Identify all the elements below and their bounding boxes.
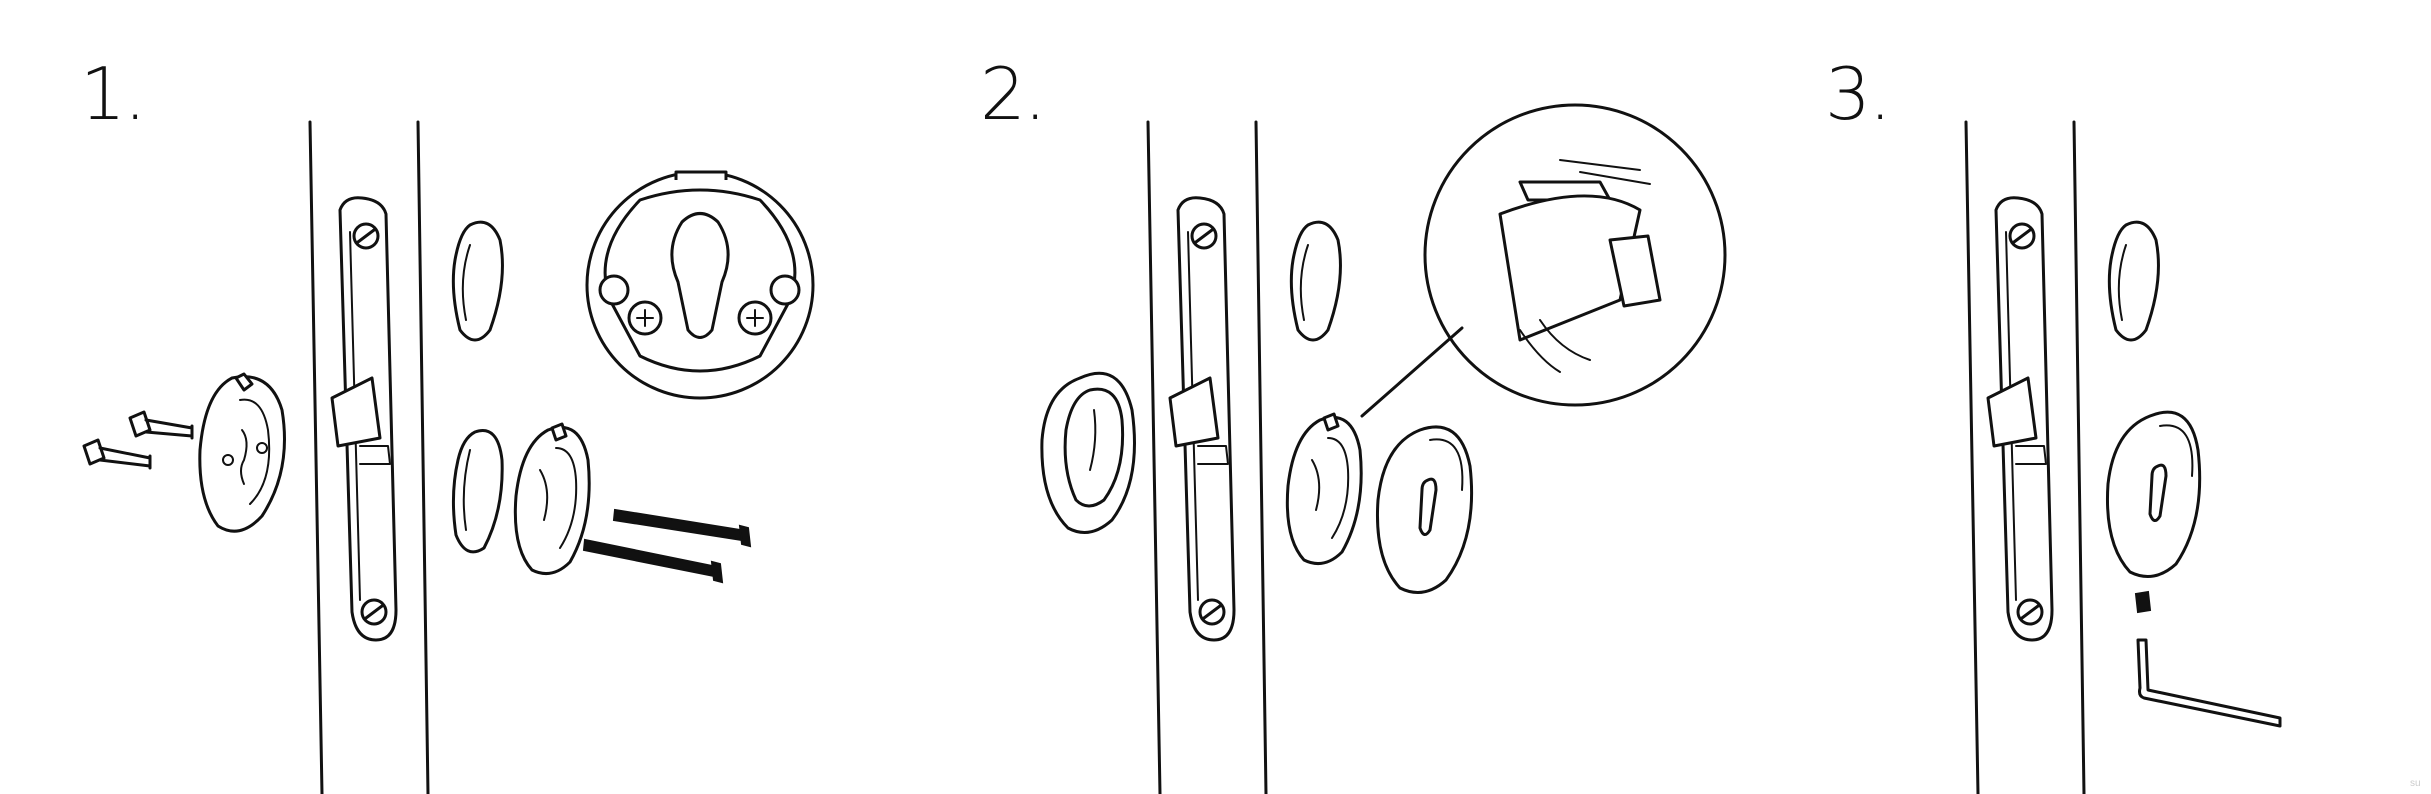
lock-faceplate — [1168, 196, 1236, 642]
rose-base-right — [513, 422, 591, 576]
door-cutouts — [2107, 220, 2160, 342]
watermark: su — [2410, 778, 2421, 789]
rose-base-left — [198, 372, 286, 533]
door-cutouts — [451, 220, 504, 554]
lock-faceplate — [330, 196, 398, 642]
rose-base-detail — [585, 170, 815, 400]
cover-rose-right — [1376, 425, 1474, 594]
zoom-detail-circle — [1360, 103, 1727, 418]
allen-key — [2136, 638, 2282, 728]
long-screws — [582, 508, 752, 584]
step-1-number: 1. — [80, 52, 147, 136]
cover-rose-installed — [2106, 410, 2202, 578]
mounting-screws-short — [82, 410, 194, 470]
rose-base-mounted — [1285, 412, 1363, 566]
door-edge — [308, 120, 430, 794]
step-1-illustration — [82, 120, 815, 794]
door-cutouts — [1289, 220, 1342, 342]
step-3-number: 3. — [1825, 52, 1892, 136]
step-3-illustration — [1964, 120, 2282, 794]
step-2-illustration — [1040, 103, 1727, 794]
door-edge — [1964, 120, 2086, 794]
step-2-number: 2. — [980, 52, 1047, 136]
grub-screw — [2134, 590, 2152, 614]
cover-rose-left — [1040, 371, 1136, 534]
door-edge — [1146, 120, 1268, 794]
lock-faceplate — [1986, 196, 2054, 642]
